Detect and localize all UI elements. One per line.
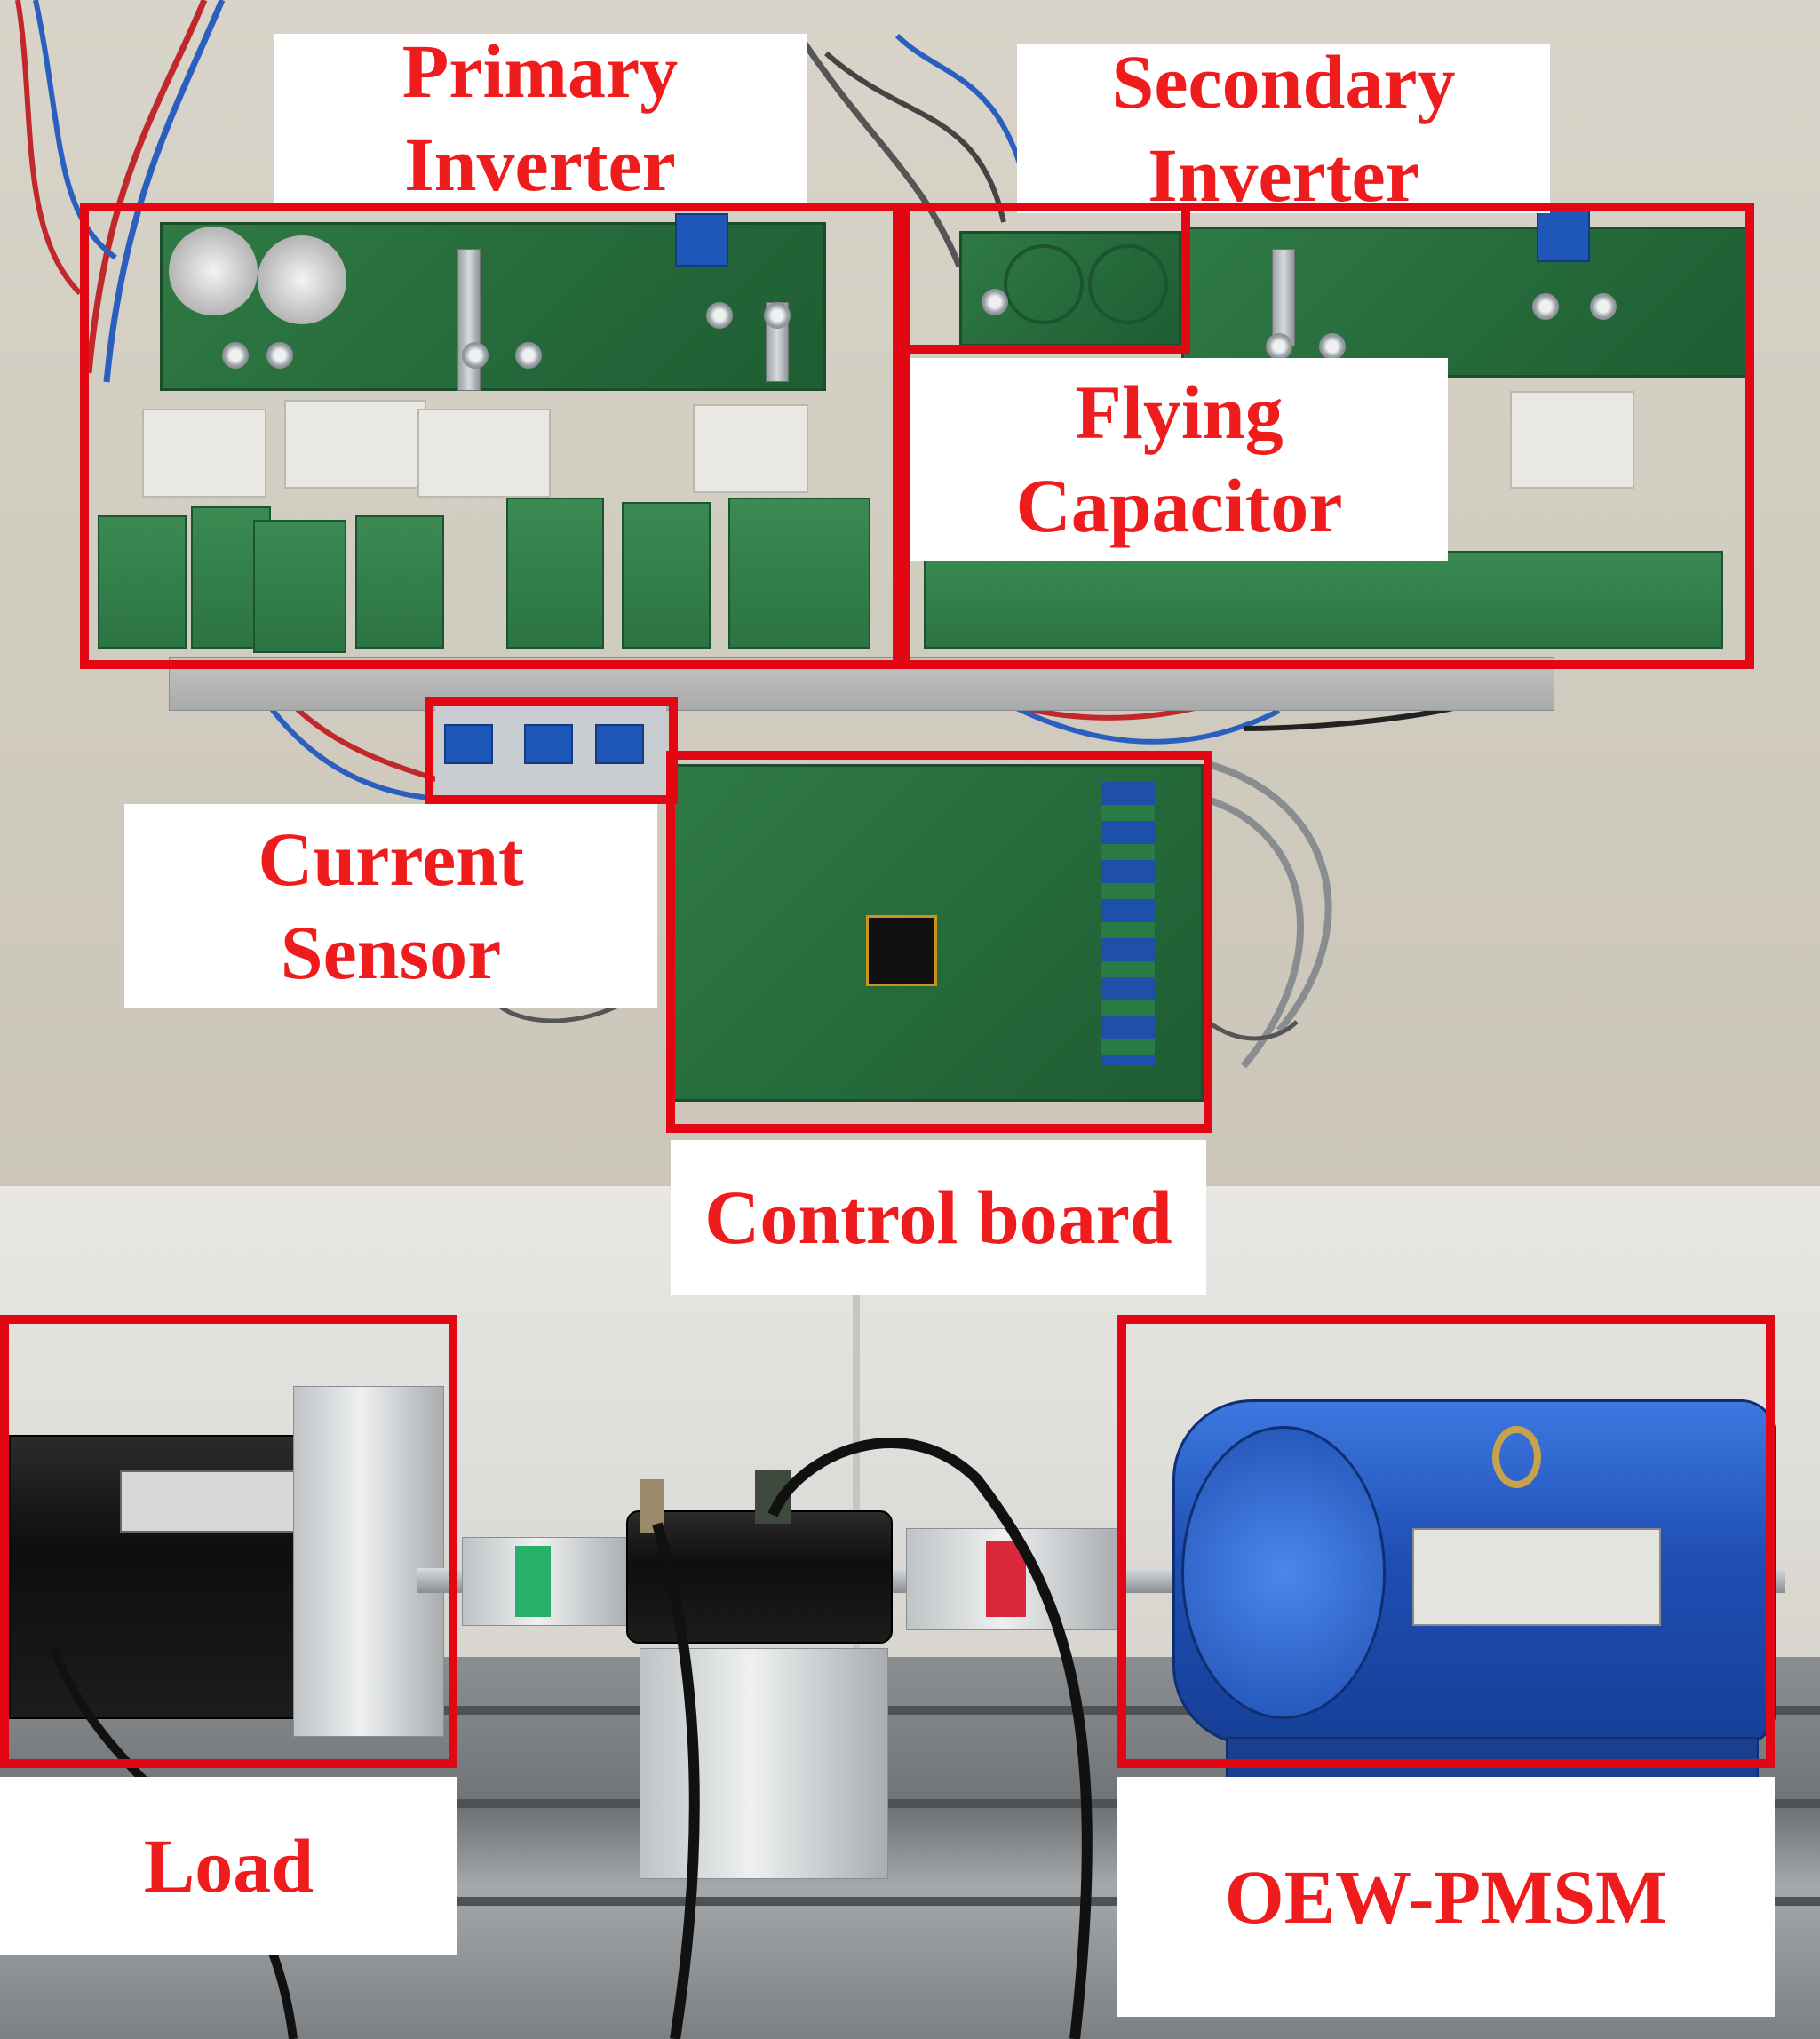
flying-capacitor-label: Flying Capacitor: [910, 358, 1448, 561]
terminal-screw: [982, 289, 1008, 315]
gate-driver-module-row: [924, 551, 1723, 649]
film-capacitor: [284, 400, 426, 489]
load-motor-flange: [293, 1386, 444, 1737]
coupling-spider: [515, 1546, 551, 1617]
load-label-text: Load: [143, 1822, 314, 1908]
film-capacitor: [693, 404, 808, 493]
rail-groove: [0, 1897, 1820, 1906]
capacitor-footprint: [1004, 244, 1084, 324]
control-board-label: Control board: [671, 1140, 1206, 1295]
primary-inverter-box: [80, 203, 902, 669]
terminal-screw: [1266, 333, 1292, 360]
gate-driver-module: [728, 498, 870, 649]
flying-capacitor-label-text: Flying Capacitor: [1015, 370, 1343, 548]
primary-inverter-label: Primary Inverter: [274, 28, 807, 207]
secondary-inverter-box: [902, 203, 1754, 669]
flying-capacitor-box: [902, 203, 1190, 354]
terminal-screw: [462, 342, 489, 369]
film-capacitor: [1510, 391, 1634, 489]
connector-column: [1101, 782, 1155, 1066]
oew-pmsm-label: OEW-PMSM: [1117, 1777, 1775, 2017]
secondary-inverter-label-text: Secondary Inverter: [1111, 39, 1456, 218]
control-board-box: [666, 751, 1212, 1133]
rail-groove: [0, 1799, 1820, 1808]
motor-nameplate: [120, 1470, 306, 1533]
motor-end-bell: [1181, 1426, 1386, 1719]
control-board-label-text: Control board: [704, 1175, 1172, 1261]
film-capacitor: [142, 409, 266, 498]
terminal-screw: [515, 342, 542, 369]
wall-seam: [853, 1186, 860, 1666]
dc-link-capacitor: [258, 235, 346, 324]
busbar: [1272, 249, 1295, 346]
terminal-screw: [1319, 333, 1346, 360]
dc-link-capacitor: [169, 227, 258, 315]
oew-pmsm-box: [1117, 1315, 1775, 1768]
gate-driver-module: [622, 502, 711, 649]
voltage-sensor: [675, 213, 728, 267]
current-sensor-unit: [444, 724, 493, 764]
terminal-screw: [222, 342, 249, 369]
oew-pmsm-label-text: OEW-PMSM: [1224, 1853, 1668, 1939]
terminal-screw: [1590, 293, 1617, 320]
gate-driver-module: [355, 515, 444, 649]
gate-driver-module: [253, 520, 346, 653]
rail-groove: [0, 1706, 1820, 1715]
torque-sensor-stand: [640, 1648, 888, 1879]
current-sensor-unit: [595, 724, 644, 764]
current-sensor-box: [425, 697, 678, 804]
load-label: Load: [0, 1777, 457, 1955]
primary-inverter-label-text: Primary Inverter: [401, 28, 679, 207]
gate-driver-module: [98, 515, 187, 649]
motor-nameplate: [1412, 1528, 1661, 1626]
terminal-screw: [266, 342, 293, 369]
coupling-spider: [986, 1541, 1026, 1617]
current-sensor-label: Current Sensor: [124, 804, 657, 1008]
terminal-screw: [1532, 293, 1559, 320]
terminal-screw: [706, 302, 733, 329]
lifting-eye-bolt: [1492, 1426, 1541, 1488]
processor-chip: [866, 915, 937, 986]
film-capacitor: [417, 409, 551, 498]
terminal-screw: [764, 302, 791, 329]
gate-driver-module: [506, 498, 604, 649]
load-box: [0, 1315, 457, 1768]
current-sensor-unit: [524, 724, 573, 764]
secondary-inverter-label: Secondary Inverter: [1017, 39, 1550, 218]
capacitor-footprint: [1088, 244, 1168, 324]
current-sensor-label-text: Current Sensor: [258, 816, 524, 995]
